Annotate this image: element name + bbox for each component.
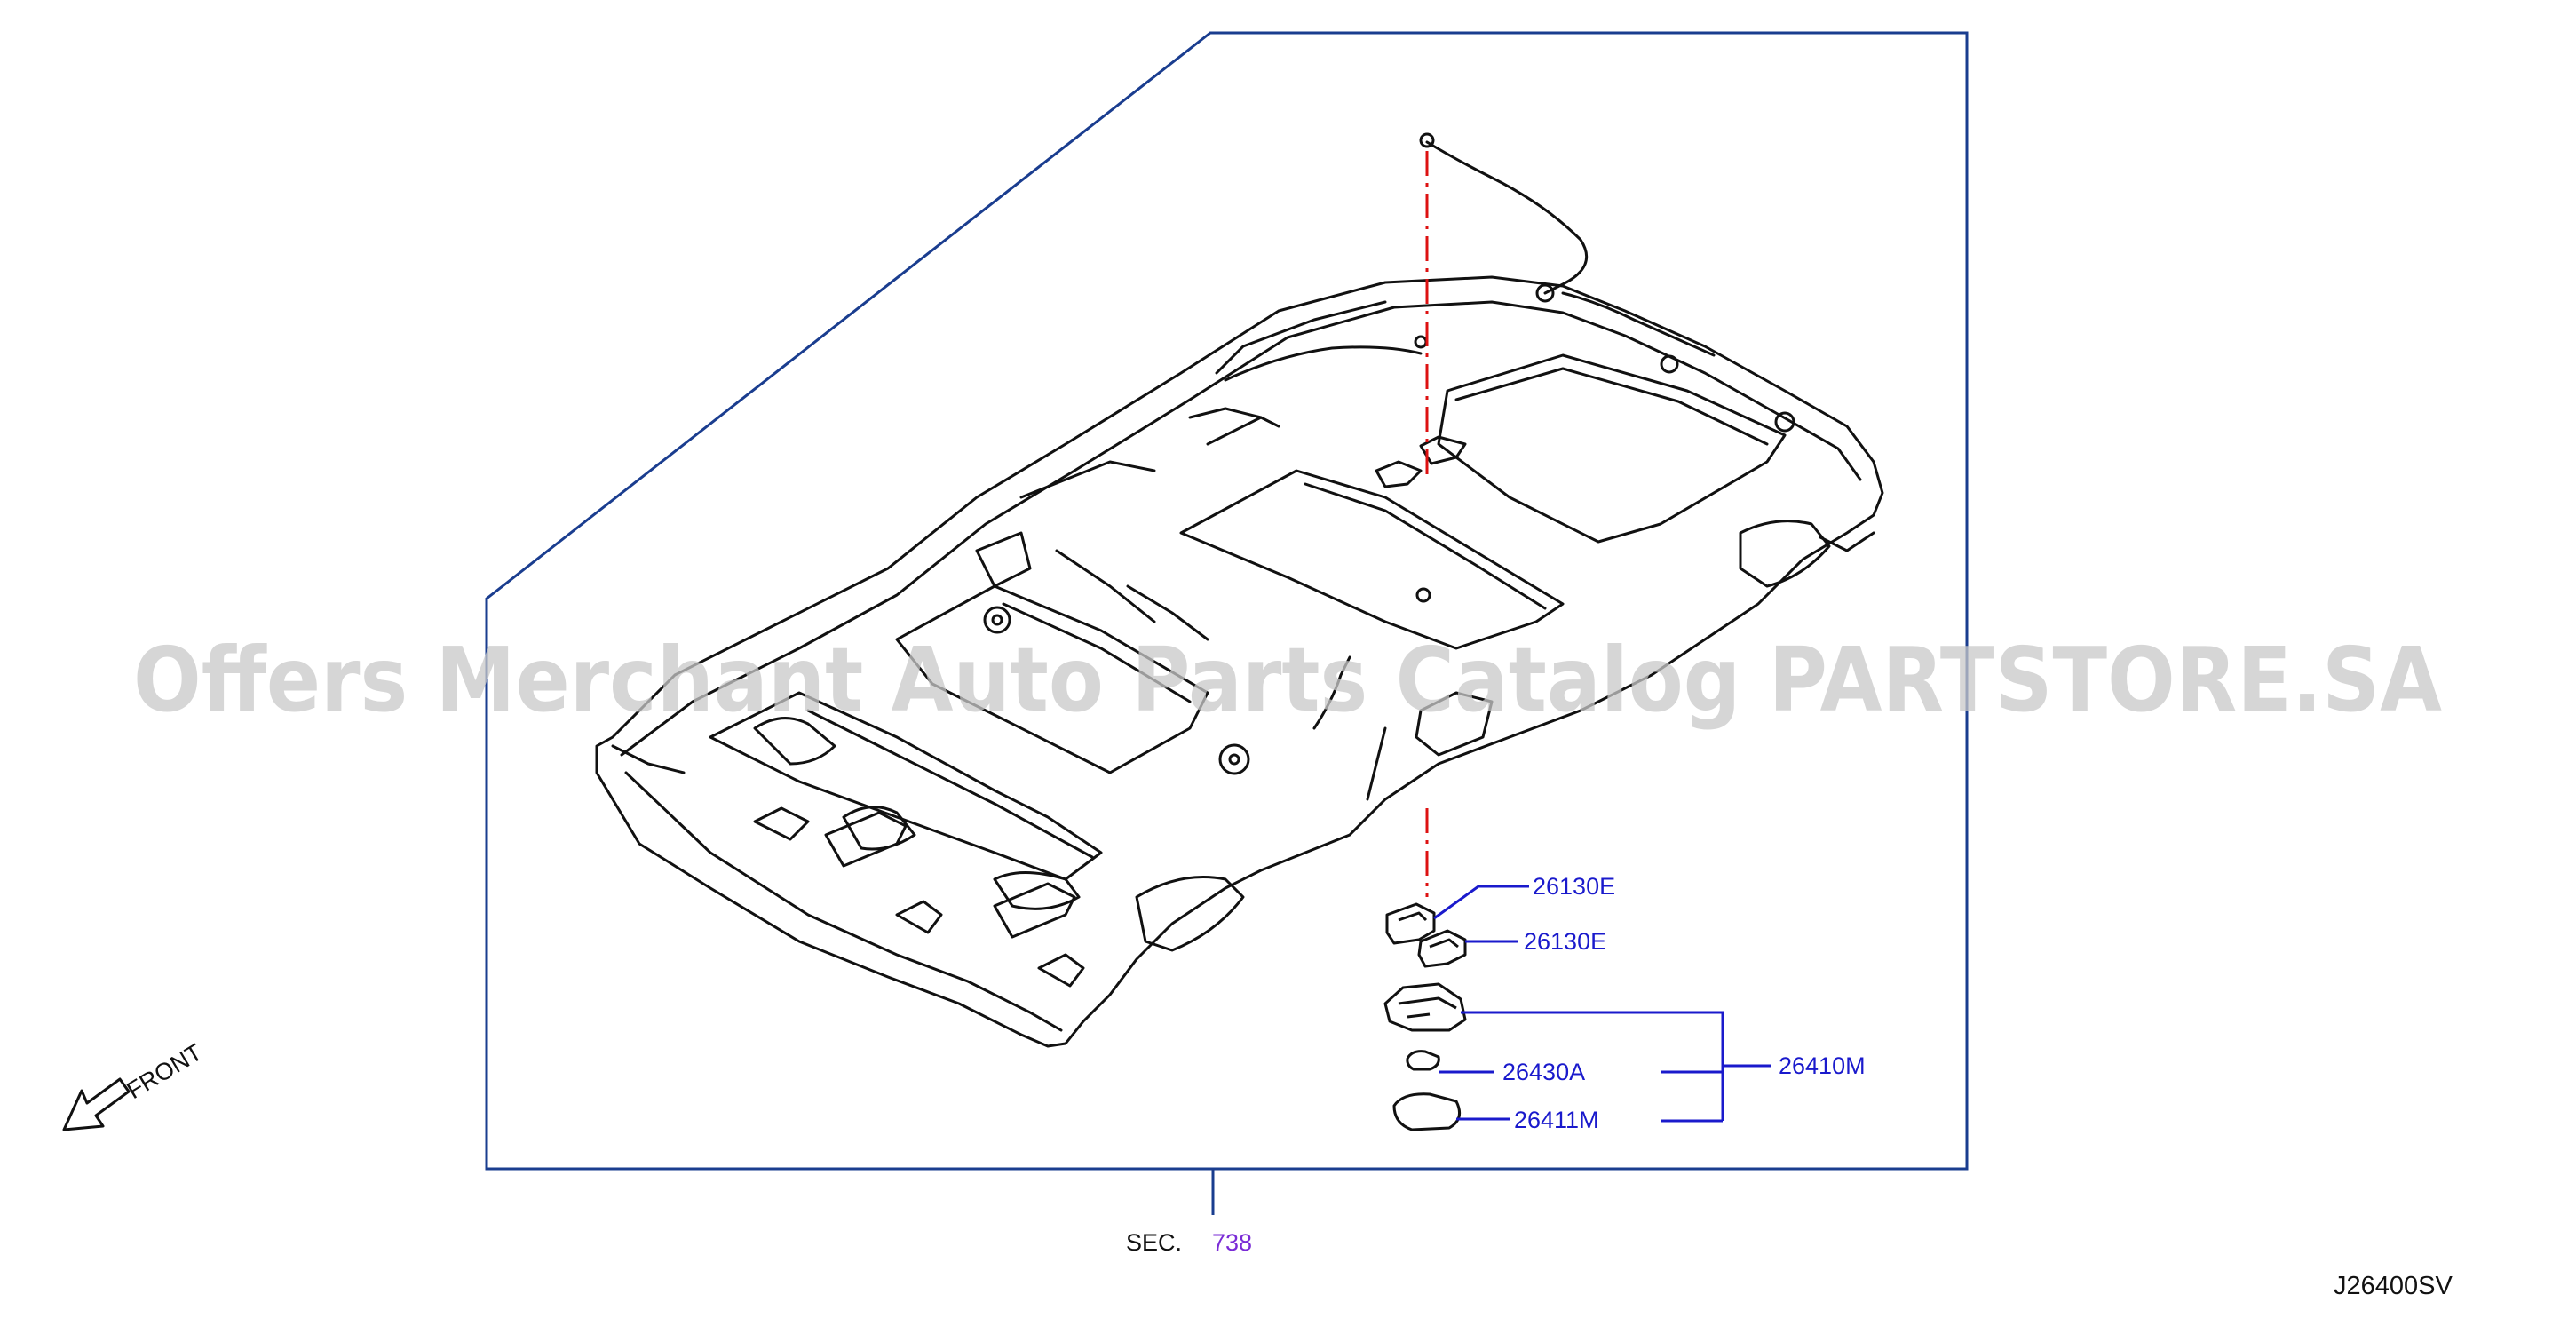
forward-panel [709,691,1103,881]
front-label: FRONT [123,1039,207,1105]
watermark: Offers Merchant Auto Parts Catalog PARTS… [133,628,2442,732]
section-frame [485,31,1969,1171]
part-26411M[interactable]: 26411M [1514,1107,1599,1133]
leader-lines [1433,885,1771,1123]
diagram-code: J26400SV [2334,1272,2453,1300]
dome-hole-1 [983,606,1011,634]
part-26130E-bottom[interactable]: 26130E [1524,928,1606,955]
section-prefix: SEC. [1126,1229,1182,1256]
dome-hole-2 [1218,743,1250,775]
part-26410M[interactable]: 26410M [1779,1052,1866,1079]
part-26430A[interactable]: 26430A [1502,1059,1585,1085]
rear-panel [1437,353,1787,544]
part-26130E-top[interactable]: 26130E [1533,873,1615,900]
front-panel [895,584,1209,774]
headliner-drawing [595,132,1884,1048]
headliner-outline [595,275,1884,1048]
section-link-738[interactable]: 738 [1212,1229,1252,1256]
clip-26130E-a [1385,902,1436,945]
clip-26130E-b [1417,929,1467,968]
middle-panel [1179,469,1565,650]
sun-visor-right [993,882,1076,939]
front-arrow: FRONT [62,1039,207,1131]
front-arrow-icon [62,1077,131,1131]
bulb [1406,1050,1440,1071]
clip-parts [1383,902,1467,1131]
lens [1392,1092,1462,1131]
antenna-wire [1425,140,1589,295]
map-lamp-housing [1383,982,1467,1032]
sun-visor-left [824,811,908,868]
